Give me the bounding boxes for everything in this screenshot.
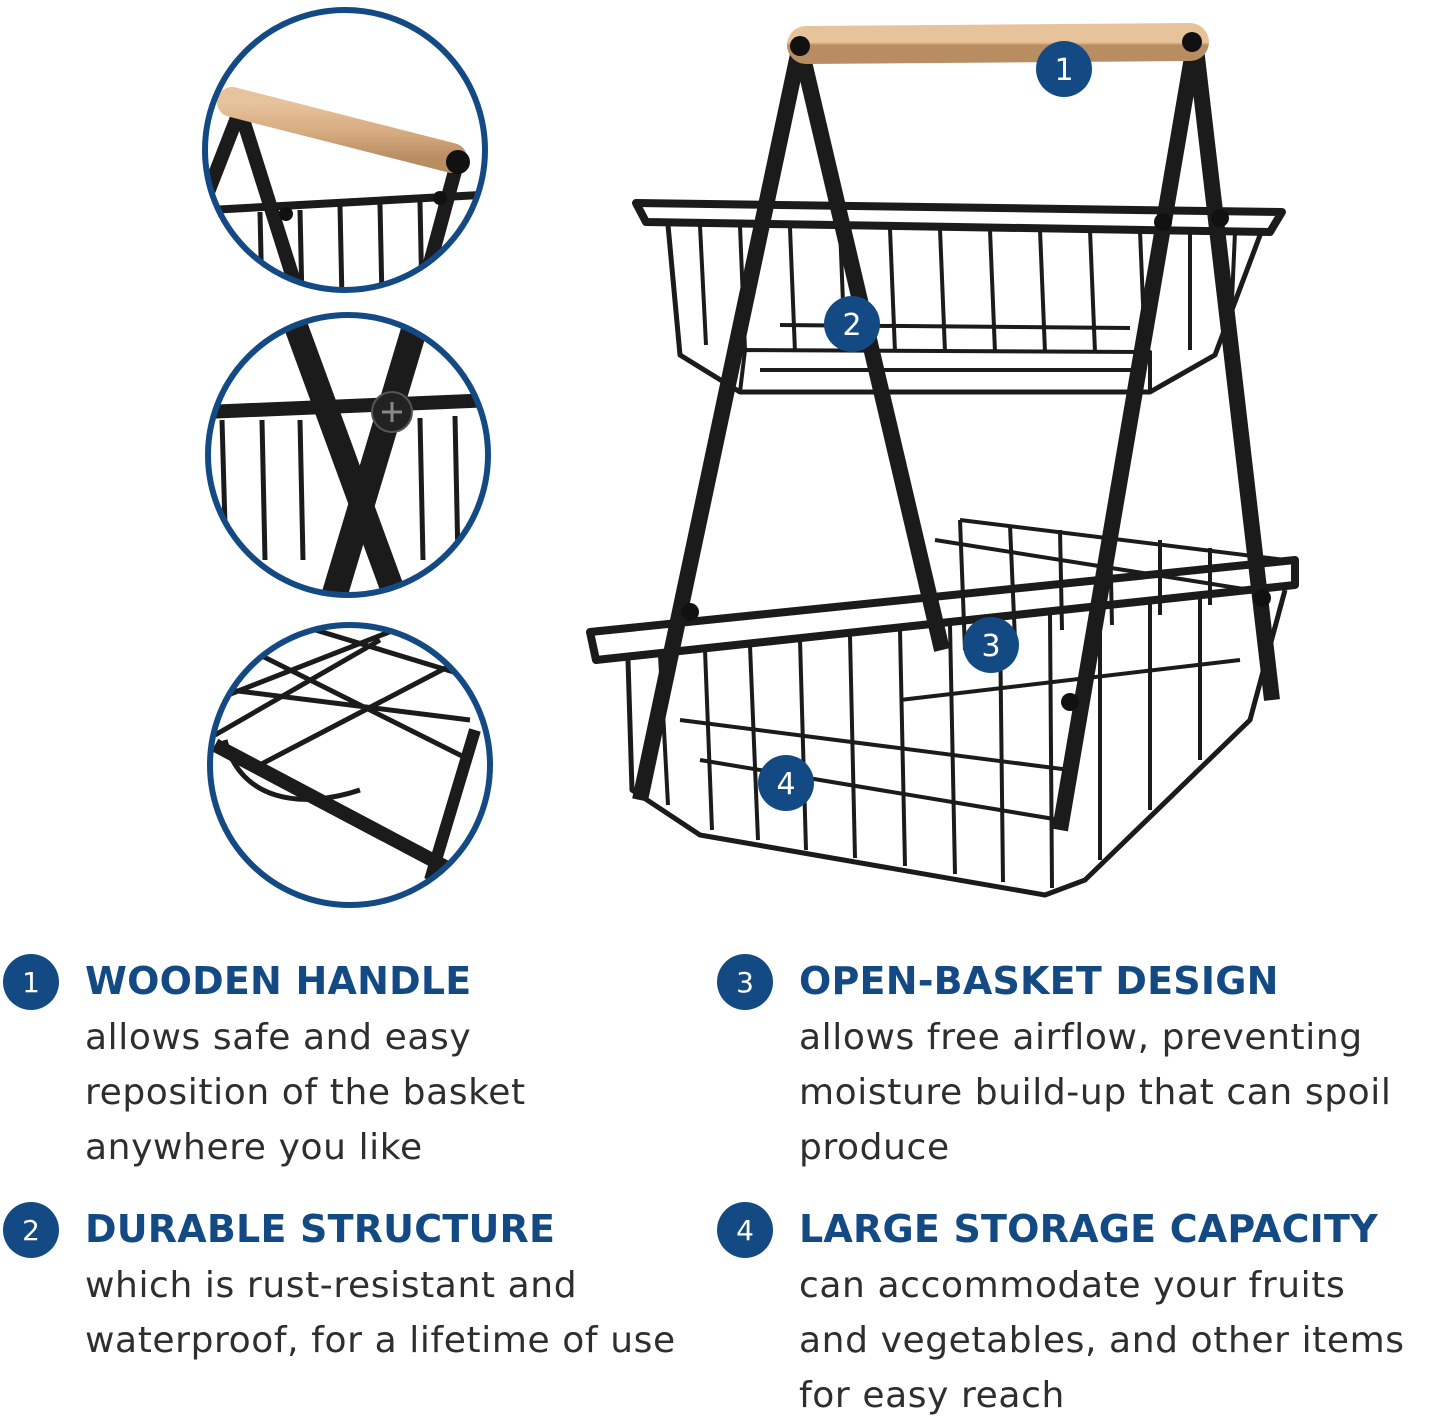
feature-heading: DURABLE STRUCTURE [85, 1207, 556, 1251]
description-line: allows safe and easy [85, 1017, 472, 1058]
feature-heading: LARGE STORAGE CAPACITY [799, 1207, 1378, 1251]
svg-text:2: 2 [842, 308, 861, 343]
callout-marker-3: 3 [963, 617, 1019, 673]
detail-circle-joint [205, 312, 491, 598]
description-line: and vegetables, and other items [799, 1320, 1405, 1361]
detail-circle-handle [202, 7, 488, 293]
svg-text:4: 4 [776, 767, 795, 802]
feature-number-badge: 2 [3, 1202, 59, 1258]
svg-text:1: 1 [1054, 53, 1073, 88]
feature-description: allows free airflow, preventing moisture… [799, 1010, 1435, 1175]
feature-number-badge: 1 [3, 954, 59, 1010]
description-line: which is rust-resistant and [85, 1265, 578, 1306]
feature-number-badge: 4 [717, 1202, 773, 1258]
callout-marker-4: 4 [758, 755, 814, 811]
detail-circle-grid [207, 622, 493, 908]
description-line: reposition of the basket [85, 1072, 526, 1113]
product-illustration: 1 2 3 4 [202, 7, 1299, 908]
description-line: can accommodate your fruits [799, 1265, 1346, 1306]
callout-marker-1: 1 [1036, 41, 1092, 97]
feature-number-badge: 3 [717, 954, 773, 1010]
description-line: produce [799, 1127, 950, 1168]
svg-text:3: 3 [981, 629, 1000, 664]
description-line: for easy reach [799, 1375, 1065, 1416]
feature-heading: WOODEN HANDLE [85, 959, 472, 1003]
description-line: allows free airflow, preventing [799, 1017, 1363, 1058]
callout-marker-2: 2 [824, 296, 880, 352]
feature-description: allows safe and easy reposition of the b… [85, 1010, 725, 1175]
description-line: waterproof, for a lifetime of use [85, 1320, 676, 1361]
description-line: moisture build-up that can spoil [799, 1072, 1392, 1113]
two-tier-basket [586, 23, 1299, 898]
feature-description: can accommodate your fruits and vegetabl… [799, 1258, 1435, 1423]
feature-heading: OPEN-BASKET DESIGN [799, 959, 1279, 1003]
feature-description: which is rust-resistant and waterproof, … [85, 1258, 725, 1368]
description-line: anywhere you like [85, 1127, 423, 1168]
